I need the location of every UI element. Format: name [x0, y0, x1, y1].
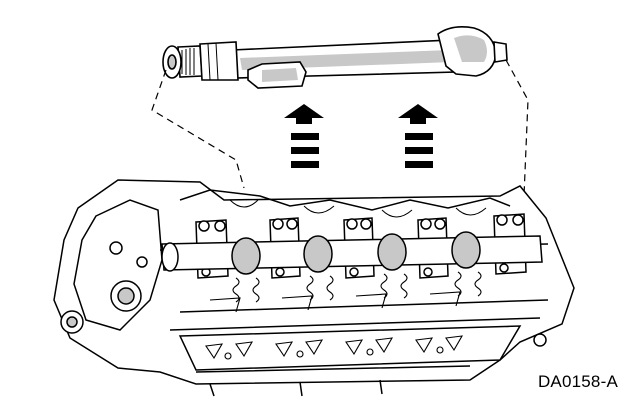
- camshaft-end-stub: [493, 41, 508, 63]
- head-bolt-right: [533, 333, 547, 347]
- camshaft-journal-step: [199, 41, 239, 81]
- cylinder-head: [53, 179, 575, 397]
- head-deck-rail: [169, 299, 549, 331]
- head-end-casting: [73, 199, 163, 331]
- installed-cam-lobes: [231, 231, 481, 275]
- deck-pockets: [209, 291, 461, 313]
- removal-path-outline: [151, 59, 529, 197]
- lift-arrow-right: [398, 104, 438, 168]
- figure-id-label: DA0158-A: [537, 372, 618, 391]
- gasket-openings: [205, 335, 464, 360]
- head-rear-rail: [179, 189, 511, 211]
- camshaft-splines: [181, 48, 195, 75]
- camshaft: [162, 26, 508, 89]
- lift-arrow-left: [284, 104, 324, 168]
- valve-springs: [232, 271, 482, 303]
- cap-bolts: [198, 214, 524, 277]
- head-gasket-surface: [178, 325, 522, 371]
- head-bottom-edge: [195, 365, 471, 397]
